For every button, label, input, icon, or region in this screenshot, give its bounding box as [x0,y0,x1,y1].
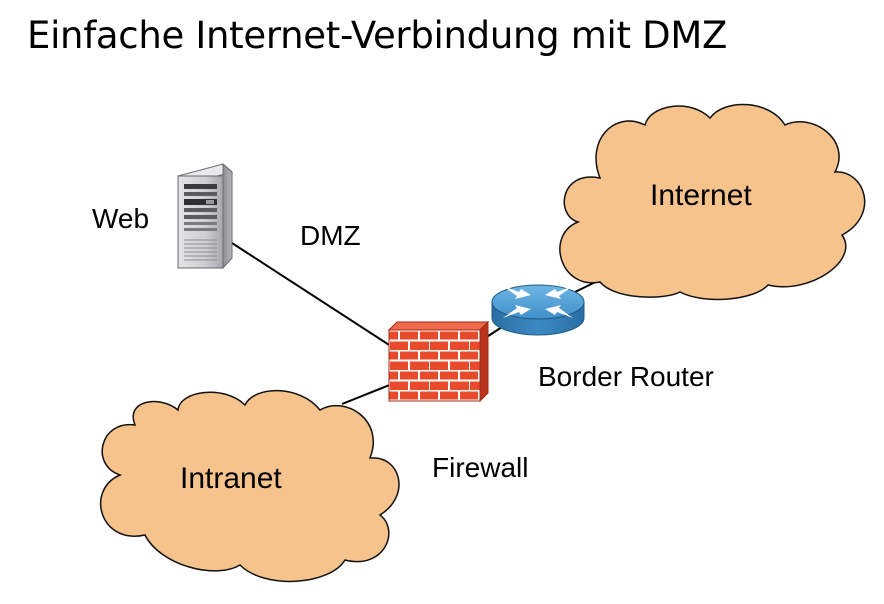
web-label: Web [92,203,149,234]
link-web-firewall [214,231,401,353]
intranet-label: Intranet [180,462,282,495]
firewall-icon [387,320,490,403]
server-icon [176,162,234,270]
intranet-cloud-icon [100,389,400,583]
router-icon [491,284,585,336]
border-router-label: Border Router [538,361,714,392]
dmz-label: DMZ [300,220,361,251]
internet-cloud-icon [559,103,866,301]
firewall-label: Firewall [432,452,528,483]
page-title: Einfache Internet-Verbindung mit DMZ [27,14,728,57]
internet-label: Internet [650,179,752,212]
